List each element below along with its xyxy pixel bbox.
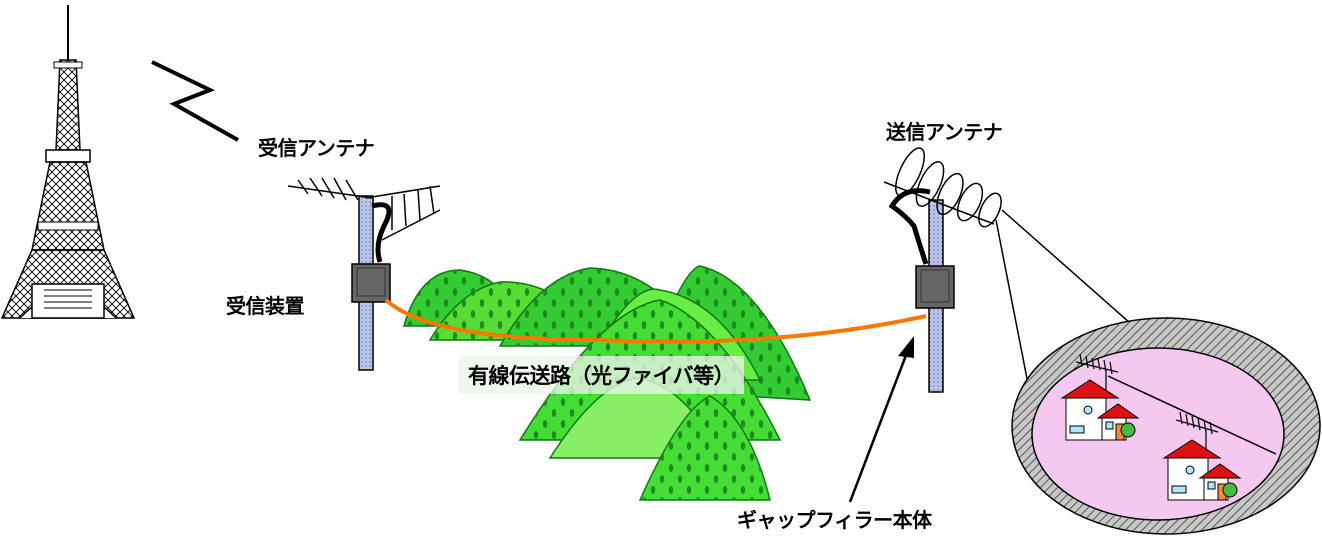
gap-filler-pointer-arrow (848, 336, 914, 503)
house-icon (1162, 411, 1242, 501)
helical-antenna-icon (883, 147, 1002, 228)
fiber-cable (384, 298, 927, 344)
house-icon (1060, 353, 1140, 441)
gap-filler-box (915, 265, 955, 309)
yagi-antenna-icon (287, 177, 441, 241)
tv-tower-icon (0, 5, 136, 319)
receiving-site (287, 177, 441, 371)
gap-filler-unit-label: ギャップフィラー本体 (737, 508, 932, 532)
tree-icon (1120, 422, 1136, 438)
wired-transmission-line-label: 有線伝送路（光ファイバ等） (458, 356, 745, 394)
small-yagi-antenna-icon (1075, 353, 1119, 392)
transmitting-antenna-label: 送信アンテナ (886, 120, 1003, 144)
receiving-device-label: 受信装置 (226, 294, 305, 318)
coverage-area (1011, 317, 1321, 535)
small-yagi-antenna-icon (1175, 411, 1219, 452)
radio-wave-zigzag-icon (151, 60, 239, 142)
receiving-antenna-label: 受信アンテナ (258, 136, 375, 160)
tree-icon (1222, 482, 1238, 498)
transmitting-site (883, 147, 1002, 393)
